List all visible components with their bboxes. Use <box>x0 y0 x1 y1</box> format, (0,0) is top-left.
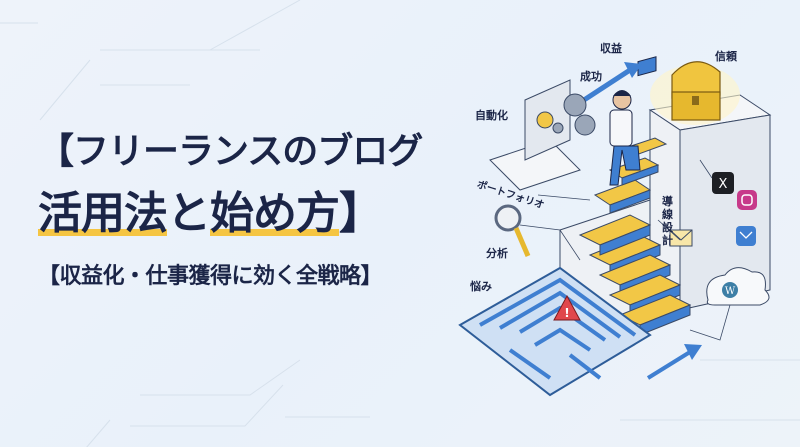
label-analysis: 分析 <box>486 247 508 260</box>
headline-line1: 【フリーランスのブログ <box>38 131 423 172</box>
label-success: 成功 <box>580 70 602 83</box>
isometric-illustration: X W <box>450 0 800 447</box>
label-trust: 信頼 <box>715 50 737 63</box>
label-automation: 自動化 <box>475 109 508 122</box>
headline-bracket: 】 <box>339 188 383 239</box>
headline-block: 【フリーランスのブログ 活用法と始め方】 【収益化・仕事獲得に効く全戦略】 <box>38 128 458 290</box>
magnifier-icon <box>494 204 531 257</box>
svg-text:W: W <box>725 286 736 297</box>
svg-text:!: ! <box>564 306 569 320</box>
success-arrow-icon <box>582 62 642 103</box>
headline-subtitle: 【収益化・仕事獲得に効く全戦略】 <box>38 264 383 289</box>
treasure-chest-icon <box>650 61 740 125</box>
envelope-icon <box>669 229 693 247</box>
label-funnel-design: 導線 設計 <box>662 195 673 247</box>
wordpress-cloud-icon: W <box>706 267 770 306</box>
progress-arrow-icon <box>646 344 702 380</box>
connector-lines <box>519 159 731 341</box>
label-revenue: 収益 <box>600 42 622 55</box>
headline-and: と <box>167 188 211 239</box>
maze-icon <box>458 266 652 397</box>
highlight-start: 始め方 <box>210 188 340 239</box>
highlight-usage: 活用法 <box>38 188 168 239</box>
person-climbing <box>609 56 657 186</box>
label-worries: 悩み <box>470 280 492 293</box>
headline-line2: 活用法と始め方】 <box>38 186 458 242</box>
x-social-icon: X <box>712 172 734 194</box>
mail-icon <box>736 226 756 246</box>
warning-icon: ! <box>553 294 581 321</box>
svg-text:X: X <box>719 177 728 192</box>
instagram-icon <box>737 190 757 210</box>
laptop-gears-icon <box>489 79 596 191</box>
